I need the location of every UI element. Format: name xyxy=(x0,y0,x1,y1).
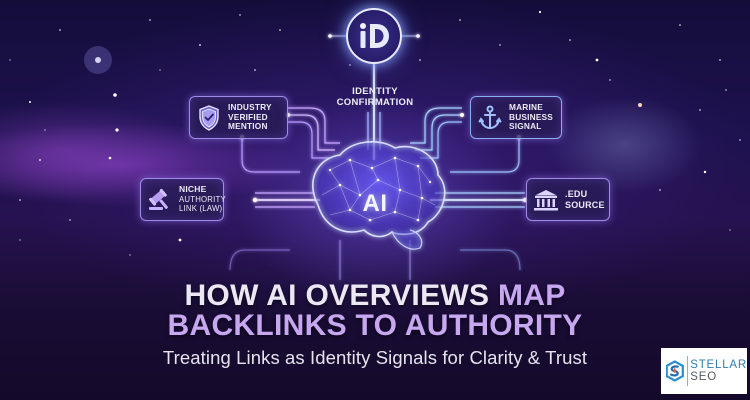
label-line: BUSINESS xyxy=(509,111,554,122)
identity-label-line1: IDENTITY xyxy=(352,86,398,97)
node-label: INDUSTRY VERIFIED MENTION xyxy=(228,101,272,132)
subtitle: Treating Links as Identity Signals for C… xyxy=(162,347,588,368)
stellar-seo-logo: STELLAR SEO xyxy=(661,348,747,394)
label-line: NICHE xyxy=(179,183,207,194)
label-line: SOURCE xyxy=(565,199,605,210)
label-line: INDUSTRY xyxy=(228,101,272,112)
label-line: MENTION xyxy=(228,121,268,132)
headline-line2: BACKLINKS TO AUTHORITY xyxy=(0,309,750,342)
label-line: SIGNAL xyxy=(509,121,542,132)
label-line: VERIFIED xyxy=(228,111,268,122)
node-label: MARINE BUSINESS SIGNAL xyxy=(509,101,554,132)
headline-accent: BACKLINKS TO AUTHORITY xyxy=(167,309,583,342)
headline-plain: HOW AI OVERVIEWS xyxy=(184,279,498,312)
ai-center-label: AI xyxy=(362,190,388,217)
identity-confirmation-label: IDENTITY CONFIRMATION xyxy=(300,86,450,108)
institution-icon xyxy=(533,187,559,213)
identity-badge xyxy=(346,8,402,64)
logo-wordmark: STELLAR SEO xyxy=(690,359,747,384)
logo-line1: STELLAR xyxy=(690,358,747,371)
node-niche-authority-link: NICHE AUTHORITY LINK (LAW) xyxy=(140,178,226,221)
label-line: LINK (LAW) xyxy=(179,204,223,214)
identity-label-line2: CONFIRMATION xyxy=(336,97,414,108)
node-industry-verified-mention: INDUSTRY VERIFIED MENTION xyxy=(189,96,288,139)
node-label: NICHE AUTHORITY LINK (LAW) xyxy=(179,183,226,214)
id-icon xyxy=(360,23,389,48)
label-line: AUTHORITY xyxy=(179,194,226,204)
label-line: MARINE xyxy=(509,101,543,112)
node-edu-source: .EDU SOURCE xyxy=(526,178,610,221)
node-label: .EDU SOURCE xyxy=(565,189,605,211)
logo-divider xyxy=(686,356,688,386)
shield-check-icon xyxy=(196,104,222,131)
headline-accent: MAP xyxy=(497,279,566,312)
gavel-icon xyxy=(147,187,173,213)
node-marine-business-signal: MARINE BUSINESS SIGNAL xyxy=(470,96,562,139)
anchor-icon xyxy=(477,105,503,131)
label-line: .EDU xyxy=(565,188,588,199)
logo-line2: SEO xyxy=(690,371,717,383)
headline-line1: HOW AI OVERVIEWS MAP xyxy=(0,279,750,312)
stellar-seo-logo-icon xyxy=(666,360,684,382)
